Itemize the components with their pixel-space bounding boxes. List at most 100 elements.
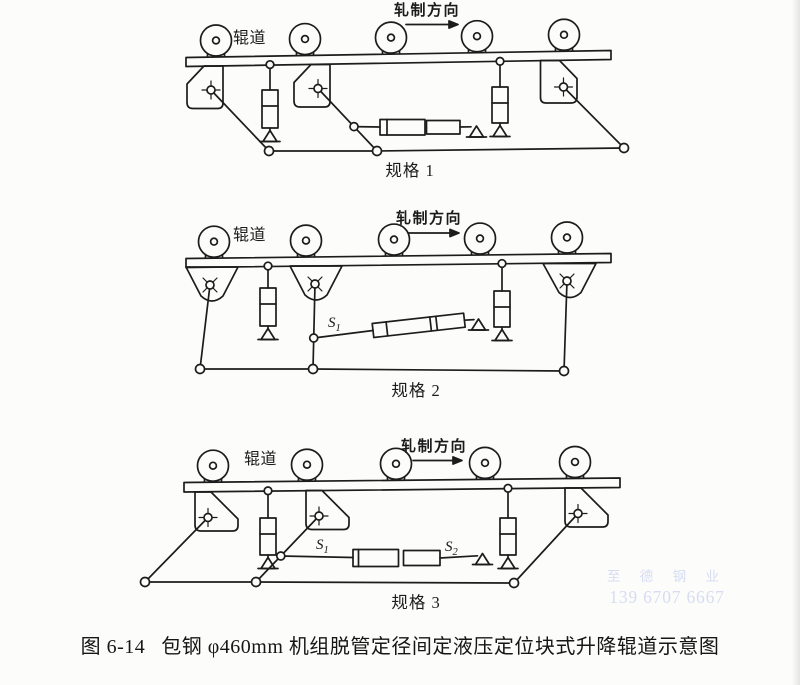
vertical-cylinder: [257, 265, 279, 341]
page-edge-shadow: [792, 0, 800, 685]
roller: [377, 223, 411, 258]
pivot-crosshair: [309, 506, 329, 526]
stroke-label-s1-spec3: S1: [316, 537, 329, 557]
roller: [550, 221, 584, 256]
watermark-phone: 139 6707 6667: [609, 587, 725, 607]
pivot-crosshair: [307, 276, 323, 292]
roller: [468, 446, 502, 482]
spec-label-3: 规格 3: [391, 593, 441, 612]
pivot-crosshair: [559, 273, 575, 289]
pivot-joint: [308, 333, 319, 343]
watermark: 至 德 钢 业 139 6707 6667: [604, 565, 730, 608]
mount-brackets: [185, 262, 597, 302]
direction-label-3: 轧制方向: [401, 439, 468, 455]
pivot-joint: [618, 142, 630, 154]
figure-caption: 图 6-14 包钢 φ460mm 机组脱管定径间定液压定位块式升降辊道示意图: [0, 630, 800, 659]
horizontal-cylinder: [353, 118, 488, 138]
s1-sub: 1: [323, 545, 329, 556]
pivot-joint: [139, 576, 151, 588]
vertical-cylinder: [257, 489, 279, 570]
pivot-joint: [349, 121, 359, 132]
horizontal-cylinder: [279, 548, 494, 568]
roller: [288, 22, 322, 58]
figure-title: 包钢 φ460mm 机组脱管定径间定液压定位块式升降辊道示意图: [161, 636, 720, 658]
roller: [547, 18, 581, 54]
support-triangle: [471, 552, 494, 566]
vertical-cylinder: [497, 487, 519, 570]
vertical-cylinder: [489, 60, 511, 138]
roller-label-1: 辊道: [233, 30, 267, 47]
direction-label-2: 轧制方向: [396, 211, 463, 227]
pivot-crosshair: [198, 507, 218, 528]
pivot-joint: [263, 486, 273, 496]
pivot-joint: [497, 258, 507, 269]
direction-arrow: [412, 456, 463, 465]
pivot-crosshair: [308, 78, 328, 99]
roller: [289, 224, 323, 259]
roller: [199, 24, 233, 59]
pivot-crosshair: [568, 503, 588, 524]
spec-label-1: 规格 1: [385, 161, 435, 180]
mount-brackets: [194, 487, 609, 532]
figure-number: 图 6-14: [80, 636, 146, 658]
roller: [374, 21, 408, 56]
pivot-joint: [263, 145, 275, 157]
s1-base: S: [328, 315, 336, 331]
roller-table-beam: [185, 252, 612, 269]
roller: [196, 449, 230, 485]
pivot-crosshair: [553, 77, 574, 97]
lever-linkage: [210, 86, 625, 152]
spec-1-diagram: [185, 18, 630, 157]
roller: [558, 445, 592, 481]
roller: [197, 225, 231, 261]
vertical-cylinder: [259, 63, 281, 143]
pivot-joint: [307, 363, 319, 375]
support-triangle: [467, 318, 490, 331]
pivot-joint: [263, 261, 273, 271]
support-triangle: [259, 129, 281, 143]
horizontal-cylinder-tilted: [312, 312, 490, 339]
roller: [379, 447, 413, 483]
pivot-joint: [275, 551, 286, 561]
roller-table-beam: [183, 477, 621, 493]
pivot-crosshair: [201, 80, 221, 100]
pivot-joint: [508, 577, 520, 589]
lever-linkage: [144, 512, 579, 584]
spec-3-diagram: [139, 445, 621, 589]
pivot-crosshair: [202, 277, 218, 293]
spec-2-diagram: [185, 221, 612, 377]
pivot-joint: [558, 365, 570, 377]
vertical-cylinder: [491, 262, 513, 342]
support-triangle: [257, 556, 279, 570]
stroke-label-s2-spec3: S2: [445, 539, 458, 559]
direction-arrow: [407, 228, 460, 238]
roller-table-beam: [185, 49, 612, 68]
watermark-name: 至 德 钢 业: [606, 569, 728, 584]
roller: [463, 222, 497, 257]
direction-label-1: 轧制方向: [394, 3, 461, 19]
pivot-joint: [250, 576, 262, 588]
pivot-joint: [265, 59, 275, 70]
pivot-joint: [503, 483, 513, 493]
stroke-label-s1-spec2: S1: [328, 315, 341, 335]
support-triangle: [465, 125, 488, 138]
roller-label-2: 辊道: [233, 227, 267, 244]
support-triangle: [491, 328, 513, 342]
support-triangle: [489, 124, 511, 138]
s2-base: S: [445, 539, 453, 555]
pivot-joint: [495, 56, 505, 66]
pivot-joint: [371, 145, 383, 157]
s1-sub: 1: [335, 323, 341, 334]
roller: [290, 448, 324, 484]
support-triangle: [497, 556, 519, 570]
s2-sub: 2: [452, 547, 458, 558]
roller-label-3: 辊道: [244, 451, 278, 468]
spec-label-2: 规格 2: [391, 381, 441, 400]
mount-brackets: [186, 59, 578, 110]
support-triangle: [257, 327, 279, 341]
pivot-joint: [194, 363, 206, 375]
s1-base: S: [316, 537, 324, 553]
lever-linkage: [199, 280, 568, 372]
